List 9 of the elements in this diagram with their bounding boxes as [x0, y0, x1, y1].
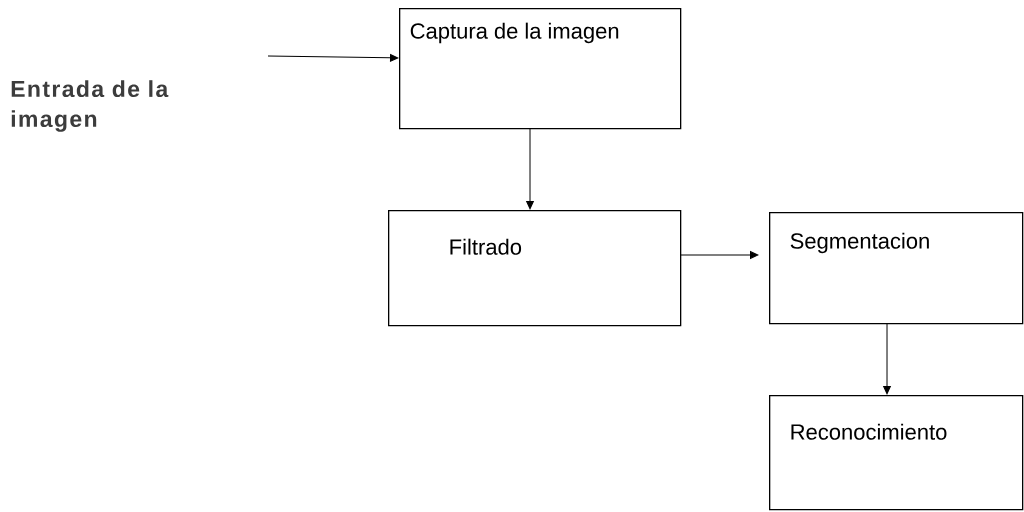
- process-box: Captura de la imagen: [399, 8, 682, 130]
- arrow: [526, 127, 534, 210]
- arrow: [883, 322, 891, 395]
- process-box: Filtrado: [388, 210, 682, 327]
- arrow: [679, 251, 759, 259]
- process-box: Segmentacion: [769, 212, 1024, 325]
- arrow: [267, 54, 399, 62]
- input-label: Entrada de la imagen: [11, 80, 169, 132]
- process-box: Reconocimiento: [769, 395, 1024, 511]
